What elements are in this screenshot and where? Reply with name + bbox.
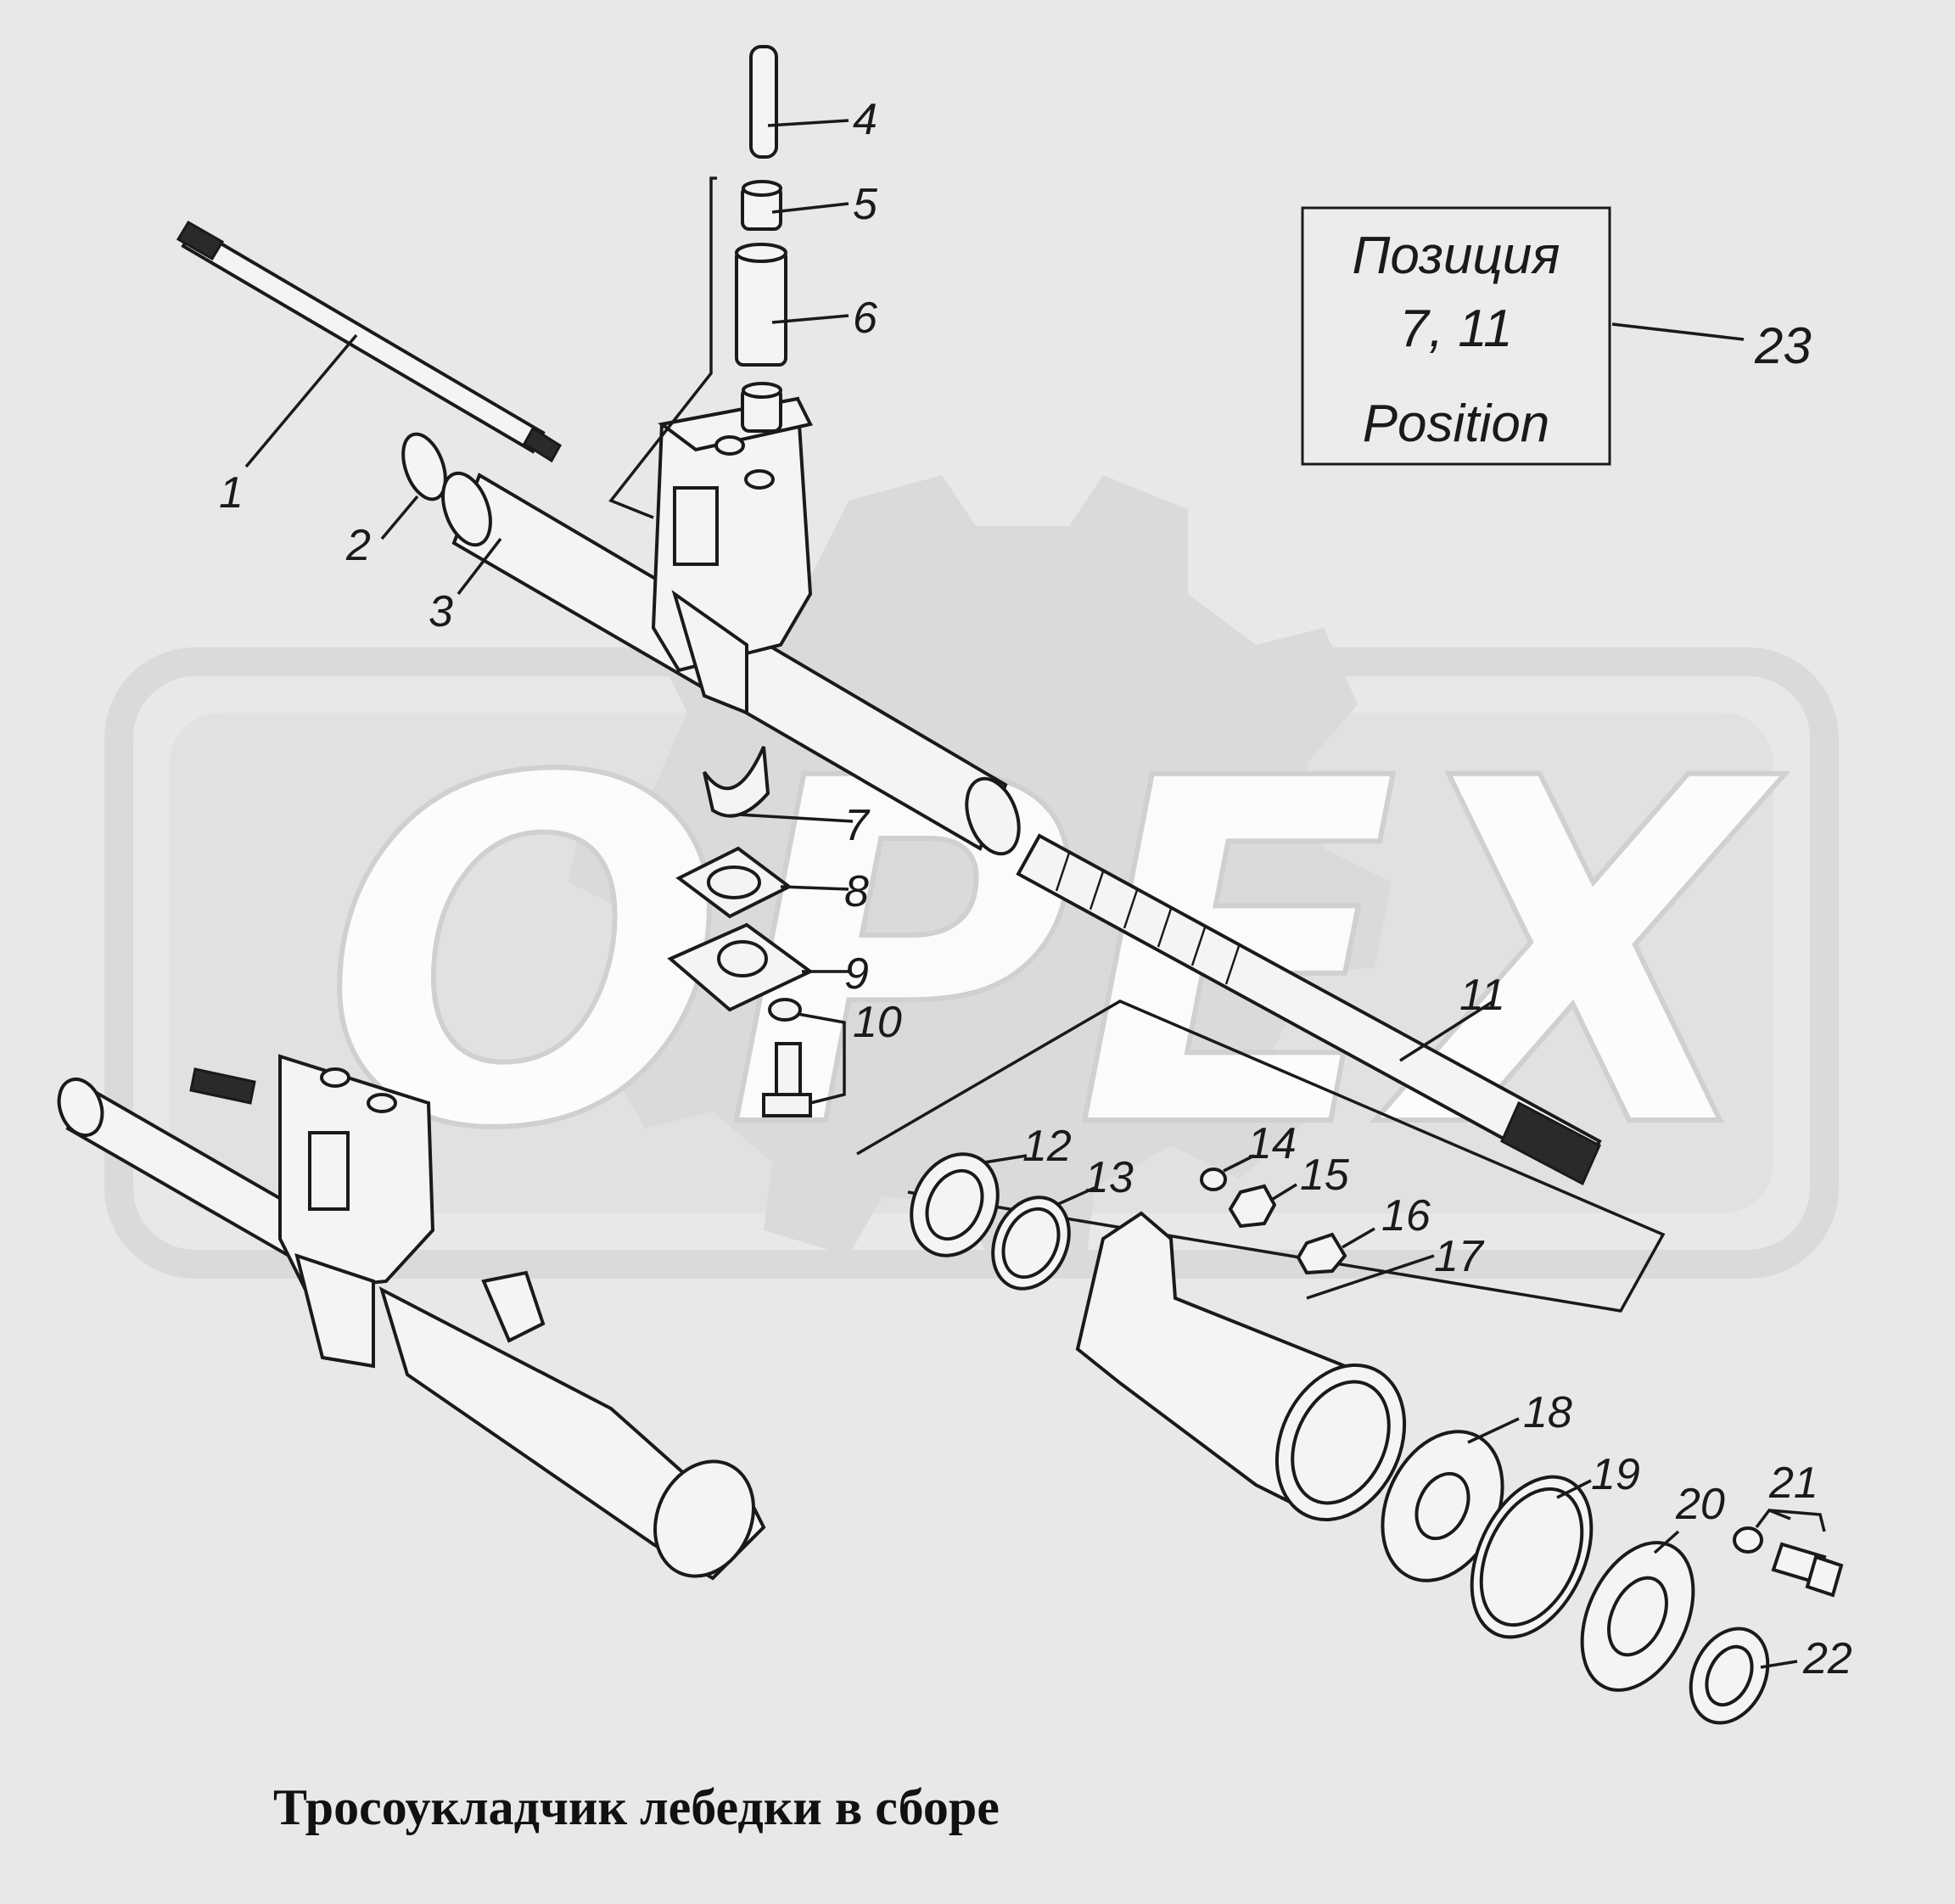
part-19-gasket bbox=[1470, 1475, 1594, 1639]
diagram-caption: Тросоукладчик лебедки в сборе bbox=[273, 1779, 1000, 1835]
callout-7: 7 bbox=[844, 801, 871, 850]
position-note: Позиция 7, 11 Position 23 bbox=[1301, 206, 1812, 466]
callout-18: 18 bbox=[1523, 1388, 1572, 1437]
part-4-pin bbox=[749, 45, 849, 159]
callout-5: 5 bbox=[853, 180, 878, 229]
part-16-fitting bbox=[1296, 1227, 1375, 1275]
part-15-nut bbox=[1228, 1183, 1297, 1229]
part-9-cover bbox=[667, 922, 849, 1012]
callout-20: 20 bbox=[1675, 1480, 1725, 1529]
position-note-line2: 7, 11 bbox=[1399, 300, 1512, 358]
callout-4: 4 bbox=[853, 95, 877, 144]
part-14-washer bbox=[1200, 1154, 1255, 1191]
part-18-bearing bbox=[1381, 1417, 1520, 1582]
watermark-logo: OPEX bbox=[104, 475, 1839, 1279]
callout-14: 14 bbox=[1247, 1119, 1297, 1168]
position-note-box bbox=[1301, 206, 1611, 466]
part-7-half-bearing bbox=[703, 746, 854, 823]
callout-17: 17 bbox=[1434, 1232, 1485, 1281]
part-1-shaft bbox=[176, 220, 563, 468]
position-note-line3: Position bbox=[1363, 395, 1550, 453]
bracket-leader-4-6 bbox=[608, 176, 717, 519]
watermark-badge bbox=[104, 647, 1839, 1279]
part-11-lead-screw bbox=[1016, 833, 1602, 1186]
part-17-housing bbox=[1075, 1211, 1435, 1522]
callout-16: 16 bbox=[1381, 1191, 1431, 1240]
callout-9: 9 bbox=[844, 949, 869, 999]
callout-8: 8 bbox=[844, 867, 869, 916]
part-2-ring bbox=[380, 432, 447, 540]
watermark-text: OPEX bbox=[322, 680, 1785, 1233]
part-12-seal bbox=[910, 1152, 1028, 1257]
callout-15: 15 bbox=[1300, 1151, 1350, 1200]
part-21-bolt bbox=[1733, 1508, 1844, 1598]
callout-2: 2 bbox=[345, 521, 371, 570]
callout-22: 22 bbox=[1802, 1634, 1852, 1683]
part-8-gasket bbox=[675, 846, 849, 919]
callout-19: 19 bbox=[1591, 1450, 1640, 1499]
callout-21: 21 bbox=[1768, 1459, 1818, 1508]
upper-bracket bbox=[651, 396, 813, 715]
position-note-line1: Позиция bbox=[1352, 227, 1560, 285]
part-6-sleeve bbox=[735, 243, 849, 367]
callouts: 1 2 3 4 5 6 7 8 9 10 11 12 13 14 15 16 1… bbox=[219, 95, 1852, 1683]
part-20-cover bbox=[1580, 1530, 1695, 1692]
callout-6: 6 bbox=[853, 294, 877, 343]
callout-13: 13 bbox=[1084, 1153, 1134, 1202]
callout-12: 12 bbox=[1022, 1122, 1072, 1171]
callout-23: 23 bbox=[1754, 317, 1812, 374]
part-22-seal bbox=[1689, 1627, 1798, 1725]
part-5-bushing bbox=[741, 180, 849, 231]
part-10-bolt bbox=[762, 998, 846, 1117]
part-lower-bushing bbox=[741, 382, 782, 433]
callout-10: 10 bbox=[853, 998, 902, 1047]
callout-11: 11 bbox=[1459, 971, 1505, 1020]
callout-1: 1 bbox=[219, 468, 244, 518]
assembled-view bbox=[57, 1054, 766, 1581]
part-13-seal bbox=[991, 1186, 1095, 1291]
callout-3: 3 bbox=[429, 587, 453, 636]
